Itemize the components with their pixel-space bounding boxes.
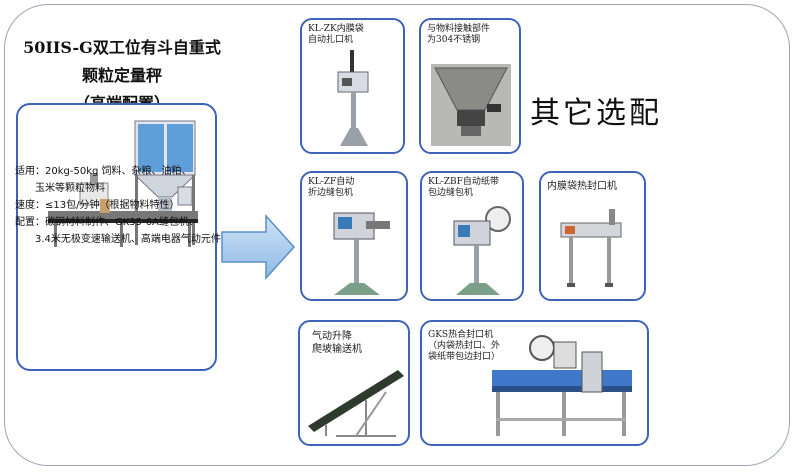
card-label-line: 折边缝包机: [308, 188, 354, 198]
stainless-hopper-image: [431, 64, 511, 146]
card-label: KL-ZK内膜袋 自动扎口机: [308, 24, 364, 46]
folding-sewing-machine-image: [333, 212, 390, 295]
card-label: KL-ZF自动 折边缝包机: [308, 177, 354, 199]
card-label-line: 袋纸带包边封口）: [428, 352, 501, 362]
heat-sealer-image: [560, 209, 622, 287]
option-card-kl-zk: KL-ZK内膜袋 自动扎口机: [300, 18, 405, 154]
card-label-line: 与物料接触部件: [427, 24, 491, 34]
spec-line: 配置：碳钢材料制作、GK35-6A缝包机、: [15, 217, 199, 228]
spec-list: 适用：20kg-50kg 饲料、杂粮、油粕、 玉米等颗粒物料 速度：≤13包/分…: [15, 163, 221, 248]
card-label: KL-ZBF自动纸带 包边缝包机: [428, 177, 499, 199]
card-label-line: 包边缝包机: [428, 188, 474, 198]
card-label-line: KL-ZBF自动纸带: [428, 177, 499, 187]
card-label: GKS热合封口机 （内袋热封口、外 袋纸带包边封口）: [428, 330, 500, 363]
option-card-kl-zf: KL-ZF自动 折边缝包机: [300, 171, 408, 301]
card-label-line: KL-ZK内膜袋: [308, 24, 364, 34]
gks-sealing-machine-image: [492, 335, 632, 436]
options-heading: 其它选配: [530, 96, 662, 131]
spec-line: 3.4米无极变速输送机、高端电器气动元件: [35, 234, 221, 245]
spec-line: 适用：20kg-50kg 饲料、杂粮、油粕、: [15, 166, 192, 177]
title-line-1: 50IIS-G双工位有斗自重式颗粒定量秤: [23, 38, 221, 85]
main-machine-image: [48, 120, 198, 247]
incline-conveyor-image: [308, 370, 404, 437]
option-card-heat-sealer: 内膜袋热封口机: [539, 171, 646, 301]
card-label-line: GKS热合封口机: [428, 330, 494, 340]
card-label-line: 气动升降: [312, 331, 352, 342]
card-label-line: 内膜袋热封口机: [547, 181, 617, 192]
card-label: 与物料接触部件 为304不锈钢: [427, 24, 490, 46]
option-card-304-steel: 与物料接触部件 为304不锈钢: [419, 18, 521, 154]
card-label-line: 自动扎口机: [308, 35, 354, 45]
paper-tape-sewing-machine-image: [453, 206, 511, 295]
bag-tying-machine-image: [337, 50, 369, 146]
spec-line: 玉米等颗粒物料: [35, 183, 105, 194]
option-card-gks-sealer: GKS热合封口机 （内袋热封口、外 袋纸带包边封口）: [420, 320, 649, 446]
option-card-kl-zbf: KL-ZBF自动纸带 包边缝包机: [420, 171, 524, 301]
option-card-lift-conveyor: 气动升降 爬坡输送机: [298, 320, 410, 446]
spec-line: 速度：≤13包/分钟（根据物料特性）: [15, 200, 180, 211]
card-label: 气动升降 爬坡输送机: [312, 330, 362, 356]
card-label: 内膜袋热封口机: [547, 181, 617, 192]
card-label-line: KL-ZF自动: [308, 177, 355, 187]
card-label-line: 爬坡输送机: [312, 344, 362, 355]
card-label-line: 为304不锈钢: [427, 35, 481, 45]
card-label-line: （内袋热封口、外: [428, 341, 501, 351]
right-arrow-icon: [221, 214, 296, 280]
main-machine-card: [16, 103, 217, 371]
